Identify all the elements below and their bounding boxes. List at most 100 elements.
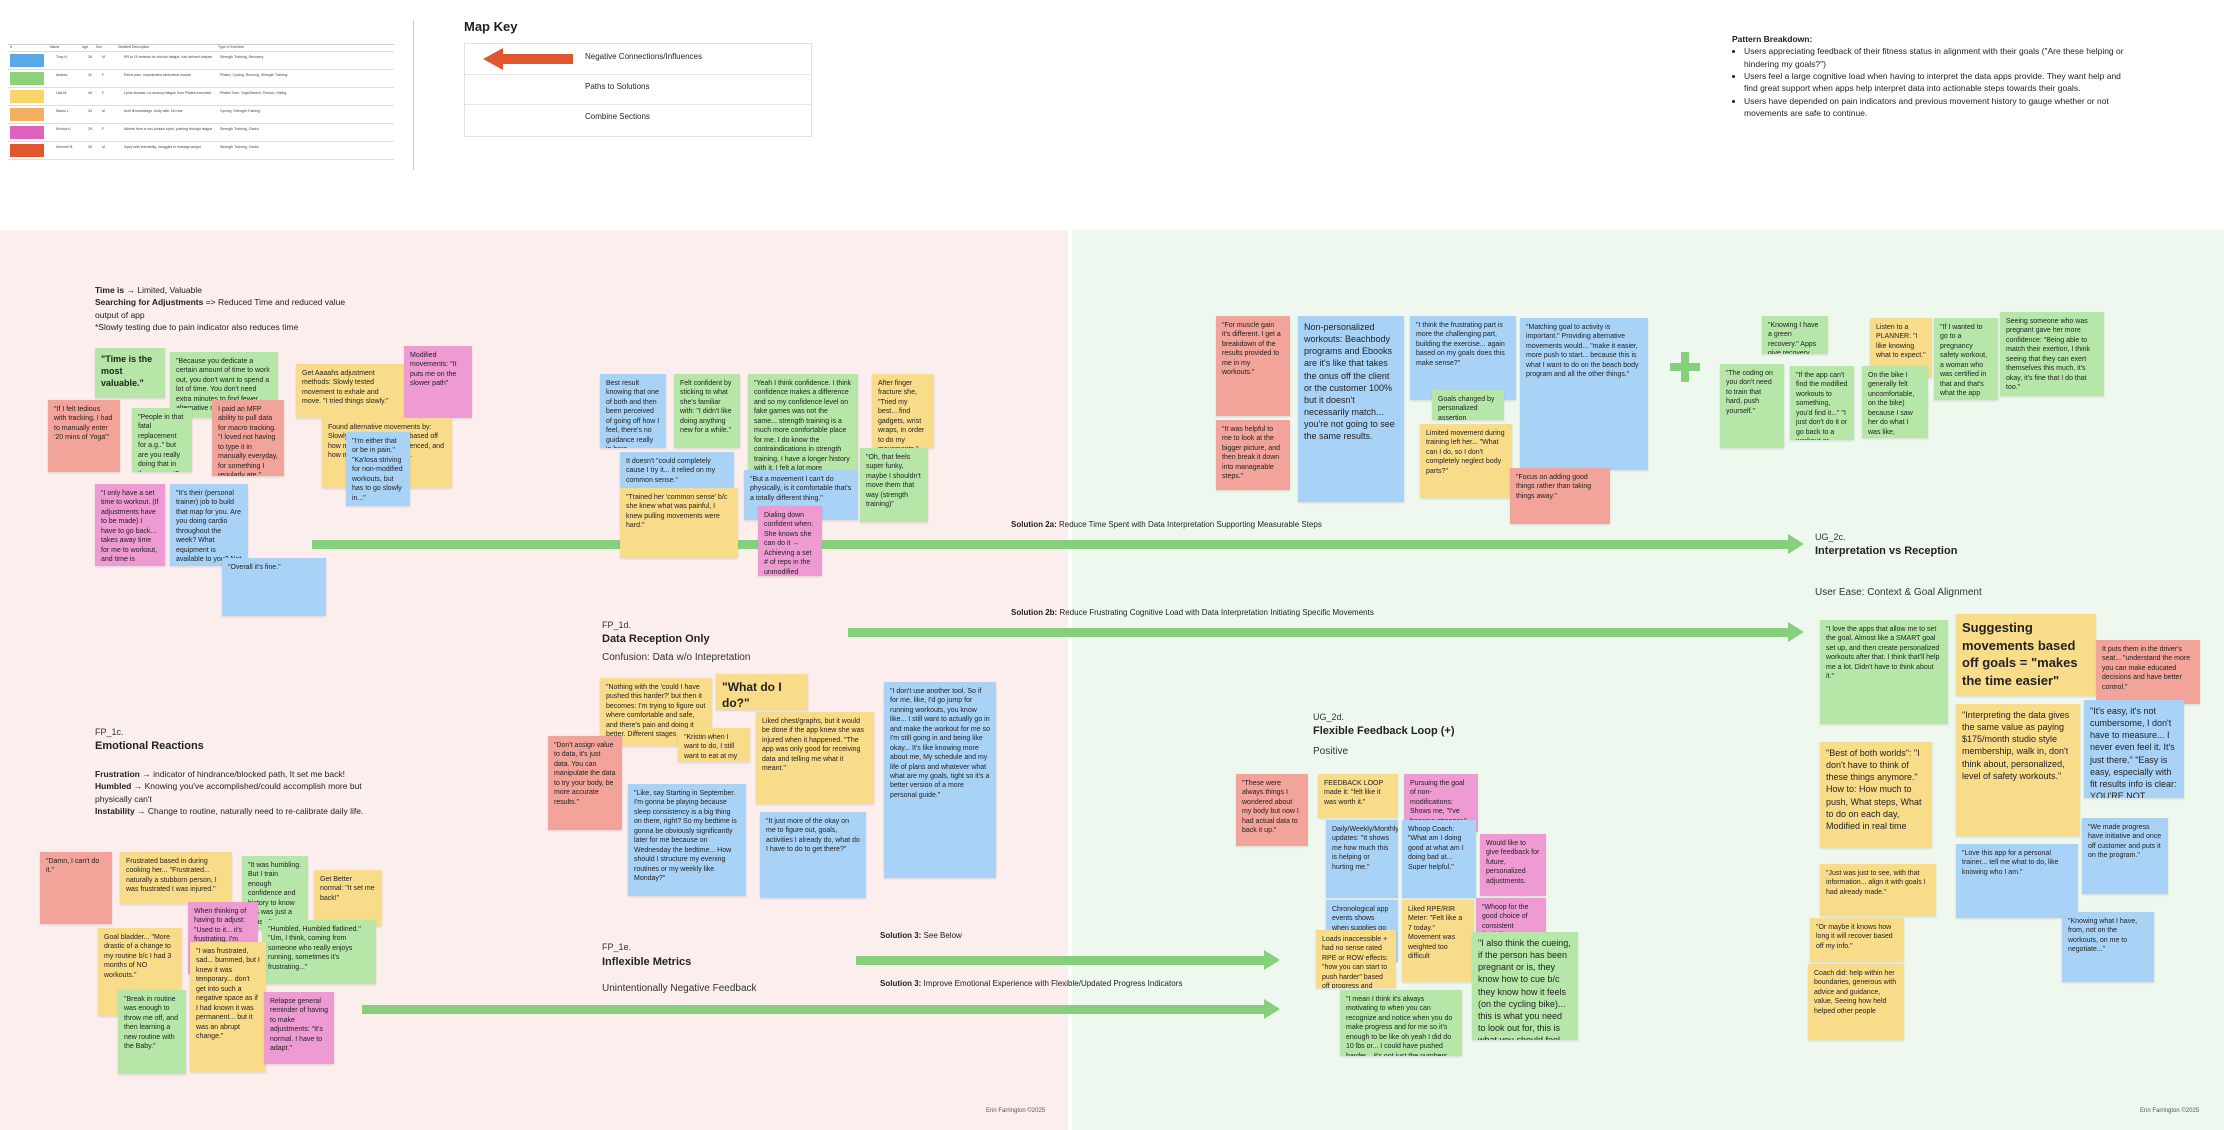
sticky-note: "Kristin when I want to do, I still want… bbox=[678, 728, 750, 762]
sticky-note: Get Better normal: "It set me back!" bbox=[314, 870, 382, 926]
table-cell: Andrea bbox=[56, 73, 68, 77]
table-cell: M bbox=[102, 55, 105, 59]
time-summary: Time is → Limited, Valuable Searching fo… bbox=[95, 284, 365, 333]
sticky-note: It puts them in the driver's seat... "un… bbox=[2096, 640, 2200, 704]
adjustment-label: Searching for Adjustments bbox=[95, 297, 204, 308]
table-header-cell: Age bbox=[82, 45, 89, 49]
table-cell: 36 bbox=[88, 145, 92, 149]
table-row: Monica K. 29 F Athlete from a non-contac… bbox=[8, 124, 394, 142]
sticky-note: Relapse general reminder of having to ma… bbox=[264, 992, 334, 1064]
table-row: Tony H. 26 M RR to 20 reviews for chroni… bbox=[8, 52, 394, 70]
time-text: → Limited, Valuable bbox=[124, 285, 202, 295]
table-cell: RR to 20 reviews for chronic fatigue, ha… bbox=[124, 55, 213, 59]
table-row: Lisa M. 45 F Lyme disease, no sensory fa… bbox=[8, 88, 394, 106]
table-header-cell: Type of Exercise bbox=[218, 45, 244, 49]
sticky-note: "I mean I think it's always motivating t… bbox=[1340, 990, 1462, 1056]
sticky-note: Felt confident by sticking to what she's… bbox=[674, 374, 740, 448]
sticky-note: "It just more of the okay on me to figur… bbox=[760, 812, 866, 898]
map-key: Negative Connections/Influences Paths to… bbox=[464, 43, 812, 137]
sticky-note: Liked RPE/RIR Meter: "Felt like a 7 toda… bbox=[1402, 900, 1474, 982]
sticky-note: "I think the frustrating part is more th… bbox=[1410, 316, 1516, 400]
sticky-note: "Time is the most valuable." bbox=[95, 348, 165, 398]
sticky-note: "I'm either that or be in pain." "Ka'los… bbox=[346, 432, 410, 506]
solution-3-label: Solution 3: Improve Emotional Experience… bbox=[880, 979, 1183, 988]
sticky-note: "Just was just to see, with that informa… bbox=[1820, 864, 1936, 916]
table-cell: Tony H. bbox=[56, 55, 68, 59]
table-cell: 45 bbox=[88, 91, 92, 95]
sticky-note: "If I felt tedious with tracking, I had … bbox=[48, 400, 120, 472]
fp1c-label: FP_1c. bbox=[95, 727, 124, 737]
sticky-note: "Love this app for a personal trainer...… bbox=[1956, 844, 2078, 918]
sticky-note: Modified movements: "It puts me on the s… bbox=[404, 346, 472, 418]
map-key-title: Map Key bbox=[464, 19, 518, 34]
sticky-note: Daily/Weekly/Monthly updates: "It shows … bbox=[1326, 820, 1398, 898]
sticky-note: Liked chest/graphs, but it would be done… bbox=[756, 712, 874, 804]
table-cell: F bbox=[102, 73, 105, 77]
sticky-note: Get Aaaahs adjustment methods: Slowly te… bbox=[296, 364, 404, 418]
map-key-label: Negative Connections/Influences bbox=[585, 52, 702, 61]
table-cell: Lyme disease, no sensory fatigue from Pi… bbox=[124, 91, 212, 95]
table-cell: Cycling, Strength Training bbox=[220, 109, 261, 113]
fp1c-title: Emotional Reactions bbox=[95, 740, 204, 752]
sticky-note: "I also think the cueing, if the person … bbox=[1472, 932, 1578, 1040]
ug2c-title: Interpretation vs Reception bbox=[1815, 545, 1958, 557]
time-label: Time is bbox=[95, 285, 125, 295]
sticky-note: "I don't use another tool. So if for me,… bbox=[884, 682, 996, 878]
sticky-note: Non-personalized workouts: Beachbody pro… bbox=[1298, 316, 1404, 502]
table-cell: Lisa M. bbox=[56, 91, 68, 95]
sticky-note: Whoop Coach: "What am I doing good at wh… bbox=[1402, 820, 1476, 898]
ug2d-subtitle: Positive bbox=[1313, 746, 1349, 757]
table-row: Andrea 32 F Pelvic pain, uncontrolled ab… bbox=[8, 70, 394, 88]
sticky-note: "Don't assign value to data, it's just d… bbox=[548, 736, 622, 830]
sticky-note: "It's easy, it's not cumbersome, I don't… bbox=[2084, 700, 2184, 798]
ug2c-subtitle: User Ease: Context & Goal Alignment bbox=[1815, 587, 1982, 598]
table-cell: Pelvic pain, uncontrolled abdominal musc… bbox=[124, 73, 192, 77]
sticky-note: Dialing down confident when: She knows s… bbox=[758, 506, 822, 576]
map-key-divider bbox=[465, 74, 811, 75]
fp1d-subtitle: Confusion: Data w/o Intepretation bbox=[602, 652, 751, 663]
sticky-note: FEEDBACK LOOP made it: "felt like it was… bbox=[1318, 774, 1398, 818]
participant-color-swatch bbox=[10, 90, 44, 103]
table-cell: Injury with immobility, struggles to man… bbox=[124, 145, 201, 149]
sticky-note: "Knowing I have a green recovery." Apps … bbox=[1762, 316, 1828, 354]
pattern-bullet: Users feel a large cognitive load when h… bbox=[1744, 70, 2132, 95]
credit-left: Erin Farrington ©2025 bbox=[986, 1108, 1046, 1114]
participant-color-swatch bbox=[10, 108, 44, 121]
sticky-note: Coach did: help within her boundaries, g… bbox=[1808, 964, 1904, 1040]
table-row: Kenneth B. 36 M Injury with immobility, … bbox=[8, 142, 394, 160]
divider bbox=[413, 20, 414, 170]
time-note: *Slowly testing due to pain indicator al… bbox=[95, 321, 299, 332]
sticky-note: "The coding on you don't need to train t… bbox=[1720, 364, 1784, 448]
sticky-note: "Or maybe it knows how long it will reco… bbox=[1810, 918, 1904, 962]
table-cell: Avid fit knowledge, body after 18 runs bbox=[124, 109, 183, 113]
participant-color-swatch bbox=[10, 54, 44, 67]
sticky-note: "Like, say Starting in September. I'm go… bbox=[628, 784, 746, 896]
sticky-note: It doesn't "could completely cause I try… bbox=[620, 452, 734, 488]
map-key-label: Combine Sections bbox=[585, 112, 650, 121]
sticky-note: "It was humbling. But I train enough con… bbox=[242, 856, 308, 930]
sticky-note: "Break in routine was enough to throw me… bbox=[118, 990, 186, 1074]
combine-sections-plus-icon bbox=[1670, 352, 1700, 382]
participant-table: # Name Age Sex Detailed Description Type… bbox=[8, 44, 394, 160]
table-header-cell: Name bbox=[50, 45, 60, 49]
fp1c-description: Frustration → indicator of hindrance/blo… bbox=[95, 769, 364, 816]
sticky-note: Goals changed by personalized assertion bbox=[1432, 390, 1504, 420]
sticky-note: "I only have a set time to workout. (If … bbox=[95, 484, 165, 566]
sticky-note: "Overall it's fine." bbox=[222, 558, 326, 616]
ug2c-label: UG_2c. bbox=[1815, 532, 1846, 542]
adjustment-text: => Reduced Time and reduced value output… bbox=[95, 297, 346, 320]
solution-2a-label: Solution 2a: Reduce Time Spent with Data… bbox=[1011, 520, 1322, 529]
sticky-note: "If I wanted to go to a pregnancy safety… bbox=[1934, 318, 1998, 400]
sticky-note: "I was frustrated, sad... bummed, but I … bbox=[190, 942, 266, 1072]
table-cell: Strength Training, Cardio bbox=[220, 145, 259, 149]
fp1d-label: FP_1d. bbox=[602, 620, 632, 630]
sticky-note: "Knowing what I have, from, not on the w… bbox=[2062, 912, 2154, 982]
sticky-note: "For muscle gain it's different. I get a… bbox=[1216, 316, 1290, 416]
ug2d-title: Flexible Feedback Loop (+) bbox=[1313, 725, 1455, 737]
sticky-note: "It's their (personal trainer) job to bu… bbox=[170, 484, 248, 566]
table-cell: Strength Training, Cardio bbox=[220, 127, 259, 131]
sticky-note: After finger fracture she, "Tried my bes… bbox=[872, 374, 934, 448]
ug2d-label: UG_2d. bbox=[1313, 712, 1345, 722]
sticky-note: "I love the apps that allow me to set th… bbox=[1820, 620, 1948, 724]
table-cell: F bbox=[102, 127, 105, 131]
